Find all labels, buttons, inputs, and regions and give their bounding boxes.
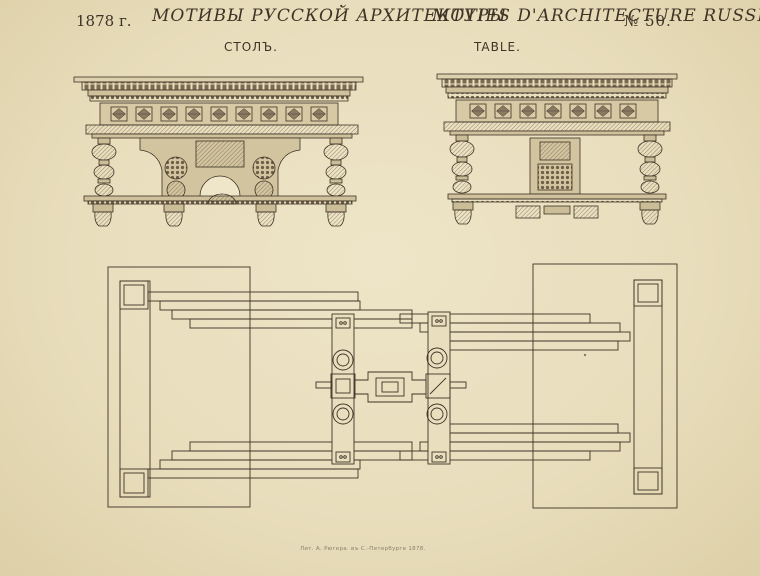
table-plan-view bbox=[107, 263, 678, 509]
plate-number: № 50. bbox=[624, 12, 672, 30]
table-side-elevation bbox=[436, 73, 678, 225]
title-french: Motifs d'architecture russe bbox=[432, 6, 760, 26]
subtitle-russian: СТОЛЪ. bbox=[224, 40, 278, 54]
subtitle-french: TABLE. bbox=[474, 40, 521, 54]
table-front-elevation bbox=[73, 76, 364, 227]
paper-speck bbox=[583, 353, 587, 357]
title-russian: Мотивы русской архитектуры bbox=[152, 6, 508, 26]
plate-year: 1878 г. bbox=[76, 12, 132, 30]
printer-imprint: Лит. А. Рюгера. въ С.-Петербурге 1878. bbox=[300, 546, 426, 552]
